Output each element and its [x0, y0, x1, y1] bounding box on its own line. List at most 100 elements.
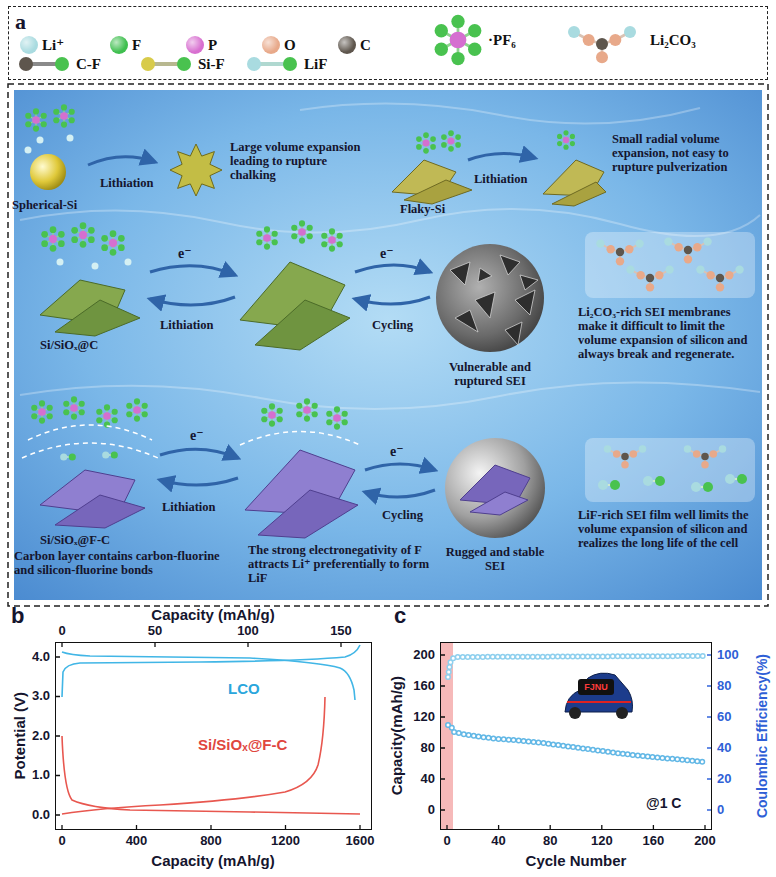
row-spherical-flaky — [25, 104, 607, 206]
row-spherical-flaky — [441, 130, 461, 151]
particle-name: Spherical-Si — [12, 198, 77, 212]
tick-label: 40 — [717, 741, 731, 756]
legend-text: C — [360, 37, 371, 54]
legend-glyphs — [283, 57, 297, 71]
electron-label: e⁻ — [390, 444, 404, 460]
car-picture — [565, 673, 633, 719]
tick-label: 400 — [126, 834, 148, 849]
row-siox-c — [450, 262, 470, 285]
row-siox-c — [596, 239, 644, 265]
row-siox-fc — [261, 403, 283, 426]
row-spherical-flaky — [30, 154, 66, 190]
tick-label: 100 — [237, 624, 259, 639]
legend-text: O — [284, 37, 296, 54]
chart-c-plot — [448, 725, 705, 762]
row-spherical-flaky — [67, 135, 74, 142]
row-siox-fc — [470, 492, 528, 515]
chart-b-plot — [62, 652, 355, 700]
row-siox-fc — [691, 482, 713, 492]
row-siox-c — [57, 259, 132, 270]
process-label: Lithiation — [162, 500, 216, 514]
chart-b-plot — [62, 645, 360, 697]
row-siox-c — [256, 226, 278, 249]
scene-note: Carbon layer contains carbon-fluorine an… — [14, 549, 242, 577]
row-spherical-flaky — [25, 108, 47, 131]
row-siox-fc — [102, 451, 118, 458]
row-siox-fc — [160, 478, 238, 485]
legend-text: Li⁺ — [42, 37, 64, 54]
chart-c-plot — [440, 655, 705, 830]
row-siox-fc — [643, 476, 665, 486]
row-siox-c — [450, 255, 538, 345]
row-siox-c — [71, 222, 94, 247]
row-siox-c — [475, 292, 495, 318]
atom-swatch — [110, 36, 128, 54]
tick-label: 3.0 — [32, 689, 50, 704]
series-label: Si/SiOₓ@F-C — [198, 736, 287, 753]
legend-glyphs — [435, 15, 482, 66]
row-spherical-flaky — [404, 180, 472, 204]
row-spherical-flaky — [468, 153, 535, 160]
axis-title: Capacity(mAh/g) — [388, 676, 405, 795]
particle-name: Flaky-Si — [400, 202, 445, 216]
tick-label: 1.0 — [32, 768, 50, 783]
legend-glyphs — [177, 57, 191, 71]
row-siox-c — [478, 268, 492, 282]
process-label: Lithiation — [100, 176, 154, 190]
row-siox-c — [664, 237, 712, 263]
legend-text: F — [132, 37, 141, 54]
chart-c-plot — [448, 656, 705, 677]
legend-glyphs — [568, 26, 636, 63]
chart-b-plot — [62, 697, 360, 814]
tick-label: 1200 — [271, 834, 300, 849]
row-siox-c — [515, 290, 535, 315]
row-siox-c — [55, 300, 140, 336]
legend-glyphs — [55, 57, 69, 71]
process-label: Lithiation — [474, 172, 528, 186]
row-siox-fc — [725, 474, 747, 484]
row-siox-fc — [60, 453, 76, 460]
chart-c-plot — [448, 656, 705, 677]
row-siox-c — [291, 220, 313, 243]
row-siox-c — [41, 226, 64, 251]
tick-label: 160 — [413, 679, 435, 694]
row-spherical-flaky — [25, 147, 32, 154]
tick-label: 4.0 — [32, 650, 50, 665]
tick-label: 80 — [717, 679, 731, 694]
row-siox-fc — [240, 432, 360, 446]
legend-text: LiF — [304, 56, 327, 73]
row-siox-c — [355, 297, 430, 304]
row-spherical-flaky — [170, 144, 222, 196]
row-siox-c — [355, 265, 430, 272]
atom-swatch — [262, 36, 280, 54]
scene-background — [20, 104, 760, 409]
row-siox-c — [321, 228, 343, 251]
car-picture — [616, 707, 628, 719]
tick-label: 60 — [717, 710, 731, 725]
row-siox-c — [57, 259, 64, 266]
tick-label: 120 — [413, 710, 435, 725]
tick-label: 160 — [643, 834, 665, 849]
row-siox-c — [125, 259, 132, 266]
particle-name: Si/SiOₓ@F-C — [40, 533, 110, 547]
chart-c-plot — [448, 725, 705, 762]
tick-label: 120 — [591, 834, 613, 849]
row-siox-fc — [585, 438, 755, 502]
electron-label: e⁻ — [380, 246, 394, 262]
row-siox-fc — [365, 464, 435, 470]
legend-text: Li₂CO₃ — [650, 32, 696, 49]
row-siox-fc — [296, 398, 318, 421]
legend-glyphs — [247, 57, 261, 71]
scene-note: Vulnerable and ruptured SEI — [430, 360, 550, 388]
panel-letter: c — [394, 603, 406, 628]
legend-text: P — [208, 37, 217, 54]
series-label: LCO — [228, 680, 260, 697]
row-siox-fc — [55, 495, 145, 528]
tick-label: 80 — [421, 741, 435, 756]
car-picture — [565, 673, 633, 712]
row-siox-c — [255, 300, 350, 350]
tick-label: 0 — [58, 834, 65, 849]
electron-label: e⁻ — [190, 428, 204, 444]
tick-label: 0 — [717, 803, 724, 818]
